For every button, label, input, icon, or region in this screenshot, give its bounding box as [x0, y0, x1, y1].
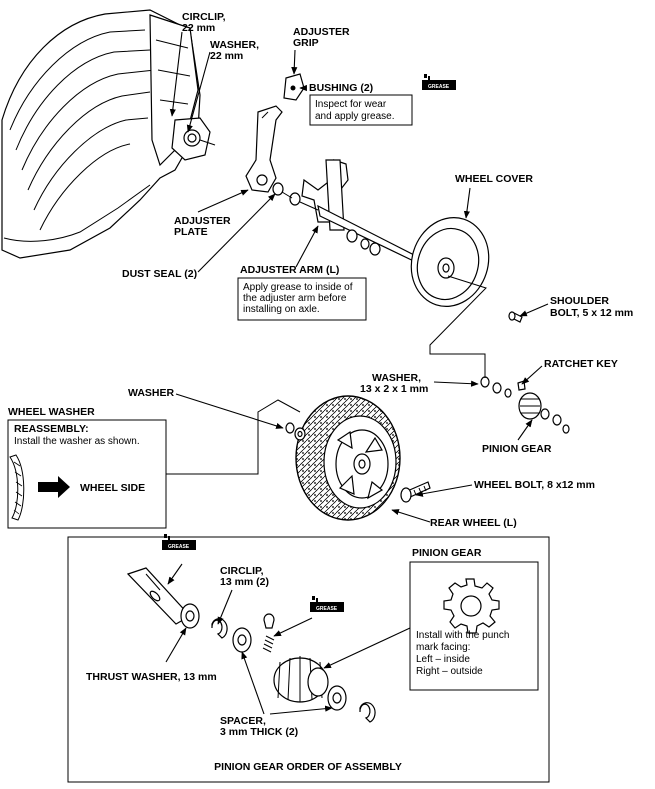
washer-13-label: WASHER, 13 x 2 x 1 mm	[360, 372, 428, 395]
wheel-cover	[410, 217, 490, 307]
adjuster-plate	[245, 105, 283, 193]
reassembly-text: Install the washer as shown.	[14, 436, 140, 447]
adjuster-arm-note-box: Apply grease to inside of the adjuster a…	[237, 277, 367, 321]
pinion-gear-label: PINION GEAR	[482, 443, 552, 455]
circlip-22-label: CIRCLIP, 22 mm	[182, 11, 229, 34]
pinion-assembly-parts	[480, 376, 570, 434]
wheel-washer-box: REASSEMBLY: Install the washer as shown.…	[7, 419, 167, 529]
bushing-label: BUSHING (2)	[309, 82, 373, 94]
adjuster-grip-label: ADJUSTER GRIP	[293, 26, 353, 49]
wheel-bolt	[400, 481, 431, 503]
rear-wheel	[295, 395, 401, 521]
wheel-bolt-label: WHEEL BOLT, 8 x12 mm	[474, 479, 595, 491]
wheel-washers	[285, 422, 306, 441]
pinion-assembly-box: GREASE GREASE CIRCLIP,	[67, 534, 550, 783]
curved-washer-icon	[9, 454, 25, 521]
wheel-washer-label: WHEEL WASHER	[8, 406, 95, 418]
adjuster-arm-label: ADJUSTER ARM (L)	[240, 264, 339, 276]
reassembly-title: REASSEMBLY:	[14, 423, 89, 435]
assembly-caption: PINION GEAR ORDER OF ASSEMBLY	[214, 761, 402, 773]
svg-text:Inspect for wear and app: Inspect for wear and apply grease.	[315, 99, 395, 122]
shoulder-bolt-label: SHOULDER BOLT, 5 x 12 mm	[550, 295, 633, 319]
grease-tag-axle: GREASE	[162, 534, 196, 550]
arrow-right-icon	[38, 476, 70, 498]
svg-text:Install with the punch: Install with the punch mark facing: Left…	[416, 630, 512, 677]
adjuster-plate-label: ADJUSTER PLATE	[174, 215, 234, 238]
circlip-13-label: CIRCLIP, 13 mm (2)	[220, 565, 269, 588]
adjuster-grip	[283, 73, 305, 101]
leaders-upper	[166, 31, 549, 523]
washer-label: WASHER	[128, 387, 175, 399]
svg-text:GREASE: GREASE	[168, 544, 190, 550]
pinion-note-box: Install with the punch mark facing: Left…	[409, 561, 539, 691]
wheel-cover-label: WHEEL COVER	[455, 173, 533, 185]
rear-wheel-label: REAR WHEEL (L)	[430, 517, 517, 529]
pinion-gear-detail-label: PINION GEAR	[412, 547, 482, 559]
svg-text:GREASE: GREASE	[428, 84, 450, 90]
svg-text:GREASE: GREASE	[316, 606, 338, 612]
thrust-washer-label: THRUST WASHER, 13 mm	[86, 671, 217, 683]
mower-deck	[1, 9, 216, 259]
grease-tag-bushing: GREASE	[422, 74, 456, 90]
washer-22-label: WASHER, 22 mm	[210, 39, 262, 62]
wheel-side-label: WHEEL SIDE	[80, 482, 145, 494]
bushing-parts	[272, 182, 301, 206]
spacer-label: SPACER, 3 mm THICK (2)	[220, 715, 298, 738]
dust-seal-label: DUST SEAL (2)	[122, 268, 197, 280]
bushing-note-box: Inspect for wear and apply grease.	[309, 94, 413, 126]
ratchet-key-label: RATCHET KEY	[544, 358, 618, 370]
shoulder-bolt	[508, 311, 523, 323]
svg-text:Apply grease to inside of: Apply grease to inside of the adjuster a…	[243, 282, 355, 315]
adjuster-arm	[301, 159, 426, 268]
grease-tag-key: GREASE	[310, 596, 344, 612]
